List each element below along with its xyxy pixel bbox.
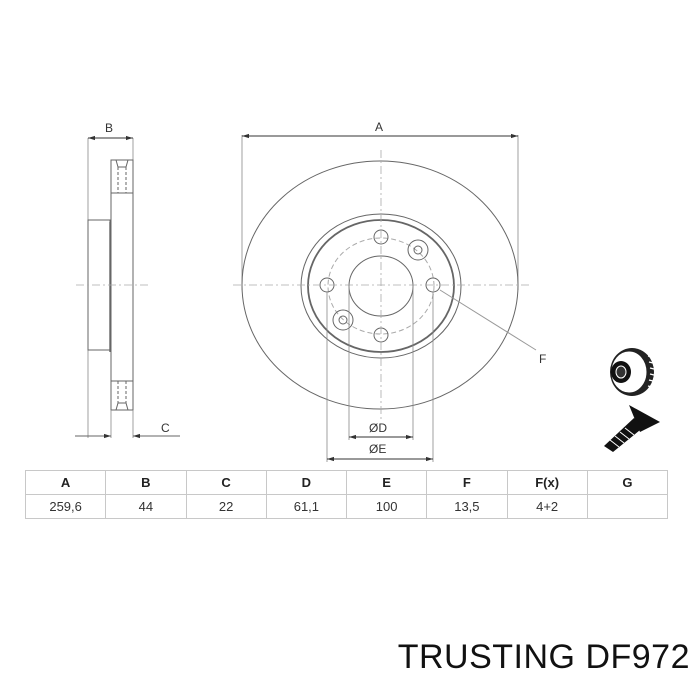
label-a: A — [375, 120, 383, 134]
table-header-row: A B C D E F F(x) G — [24, 470, 669, 495]
label-c: C — [161, 421, 170, 435]
label-b: B — [105, 121, 113, 135]
header-a: A — [24, 470, 107, 495]
value-d: 61,1 — [265, 494, 348, 519]
label-d: ØD — [369, 421, 387, 435]
dimensions-table: A B C D E F F(x) G 259,6 44 22 61,1 100 … — [24, 470, 669, 519]
front-view — [233, 133, 537, 462]
value-g — [586, 494, 669, 519]
header-b: B — [105, 470, 187, 495]
label-f: F — [539, 352, 546, 366]
header-c: C — [185, 470, 267, 495]
header-f: F — [426, 470, 508, 495]
value-fx: 4+2 — [506, 494, 588, 519]
side-view — [75, 135, 180, 439]
label-e: ØE — [369, 442, 386, 456]
header-g: G — [586, 470, 669, 495]
value-e: 100 — [345, 494, 428, 519]
header-d: D — [265, 470, 348, 495]
disc-and-screw-icon — [604, 348, 660, 452]
value-f: 13,5 — [426, 494, 508, 519]
header-fx: F(x) — [506, 470, 588, 495]
value-b: 44 — [105, 494, 187, 519]
brand-label: TRUSTING DF972 — [397, 638, 690, 676]
value-c: 22 — [185, 494, 267, 519]
header-e: E — [345, 470, 428, 495]
value-a: 259,6 — [24, 494, 107, 519]
table-row: 259,6 44 22 61,1 100 13,5 4+2 — [24, 494, 669, 519]
